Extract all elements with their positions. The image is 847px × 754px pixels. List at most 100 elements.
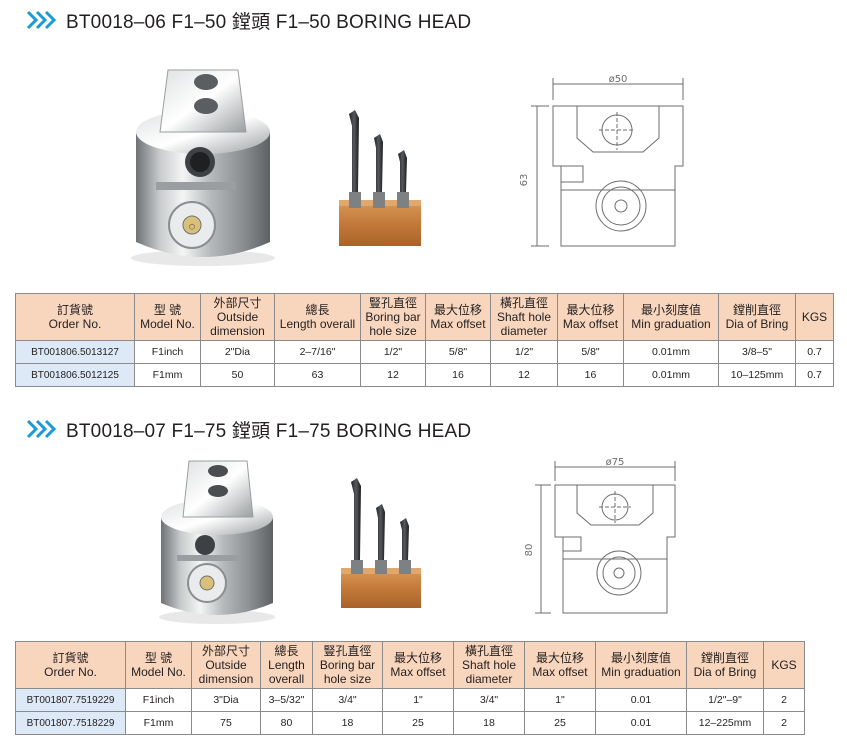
column-header-en: Boring bar hole size — [319, 658, 376, 686]
table-cell: 1" — [524, 688, 596, 712]
table-cell: 12 — [490, 363, 558, 387]
table-cell: 63 — [274, 363, 361, 387]
column-header-en: KGS — [771, 658, 797, 672]
table-cell: 0.01 — [595, 688, 687, 712]
height-label: 63 — [519, 174, 530, 187]
column-header: KGS — [795, 293, 834, 341]
column-header-en: Min graduation — [631, 317, 711, 331]
column-header-cn: 最大位移 — [535, 651, 584, 665]
technical-drawing: ø50 63 — [519, 74, 684, 247]
table-cell: 5/8" — [557, 340, 624, 364]
column-header-cn: 鏜削直徑 — [700, 651, 749, 665]
double-chevron-icon — [26, 419, 56, 439]
table-cell: 1" — [382, 688, 454, 712]
column-header-en: Dia of Bring — [693, 665, 757, 679]
boring-bars-photo — [339, 110, 421, 246]
order-number-cell: BT001806.5013127 — [15, 340, 135, 364]
table-cell: F1inch — [125, 688, 192, 712]
order-number-cell: BT001806.5012125 — [15, 363, 135, 387]
column-header-en: Max offset — [390, 665, 446, 679]
table-cell: 1/2" — [490, 340, 558, 364]
column-header-cn: 最大位移 — [433, 303, 482, 317]
diameter-label: ø75 — [606, 457, 625, 468]
table-cell: 3–5/32" — [260, 688, 313, 712]
column-header-cn: 總長 — [274, 644, 299, 658]
column-header-en: Length overall — [279, 317, 356, 331]
column-header-en: Order No. — [48, 317, 102, 331]
double-chevron-icon — [26, 10, 56, 30]
table-cell: 12 — [360, 363, 426, 387]
column-header-en: Order No. — [44, 665, 97, 679]
boring-head-photo: ⬡ — [131, 69, 275, 266]
column-header-cn: 總長 — [305, 303, 330, 317]
table-cell: 5/8" — [425, 340, 491, 364]
column-header-cn: 最小刻度值 — [610, 651, 671, 665]
table-cell: 18 — [453, 711, 525, 735]
table-cell: F1mm — [125, 711, 192, 735]
column-header-en: KGS — [801, 310, 828, 324]
column-header-cn: 橫孔直徑 — [499, 296, 548, 310]
table-cell: 18 — [312, 711, 383, 735]
section-title-text: BT0018–06 F1–50 鏜頭 F1–50 BORING HEAD — [66, 11, 472, 33]
column-header-en: Outside dimension — [210, 310, 265, 338]
table-cell: 0.01mm — [623, 340, 719, 364]
table-cell: 0.7 — [795, 363, 834, 387]
table-cell: 0.7 — [795, 340, 834, 364]
column-header-cn: 訂貨號 — [52, 651, 89, 665]
table-cell: 3/4" — [312, 688, 383, 712]
column-header-cn: 最大位移 — [566, 303, 615, 317]
table-cell: 2 — [763, 711, 805, 735]
order-number-cell: BT001807.7518229 — [15, 711, 126, 735]
table-cell: 3/8–5" — [718, 340, 796, 364]
table-cell: 25 — [524, 711, 596, 735]
table-cell: 12–225mm — [686, 711, 764, 735]
boring-head-photo — [159, 460, 275, 624]
column-header-cn: 最大位移 — [393, 651, 442, 665]
column-header-cn: 橫孔直徑 — [464, 644, 513, 658]
table-cell: 1/2"–9" — [686, 688, 764, 712]
column-header-cn: 豎孔直徑 — [368, 296, 417, 310]
boring-bars-photo — [341, 478, 421, 608]
diameter-label: ø50 — [609, 74, 628, 85]
table-cell: 2 — [763, 688, 805, 712]
table-cell: F1inch — [134, 340, 201, 364]
section-title-2: BT0018–07 F1–75 鏜頭 F1–75 BORING HEAD — [26, 417, 471, 442]
column-header-en: Boring bar hole size — [365, 310, 421, 338]
column-header-en: Min graduation — [601, 665, 681, 679]
table-cell: 1/2" — [360, 340, 426, 364]
table-cell: 16 — [557, 363, 624, 387]
table-cell: 0.01 — [595, 711, 687, 735]
column-header-cn: 型 號 — [153, 303, 182, 317]
table-cell: 2"Dia — [200, 340, 275, 364]
column-header-en: Dia of Bring — [725, 317, 789, 331]
height-label: 80 — [524, 544, 535, 557]
column-header-en: Shaft hole diameter — [496, 310, 552, 338]
column-header-en: Shaft hole diameter — [461, 658, 517, 686]
column-header-cn: 外部尺寸 — [213, 296, 262, 310]
